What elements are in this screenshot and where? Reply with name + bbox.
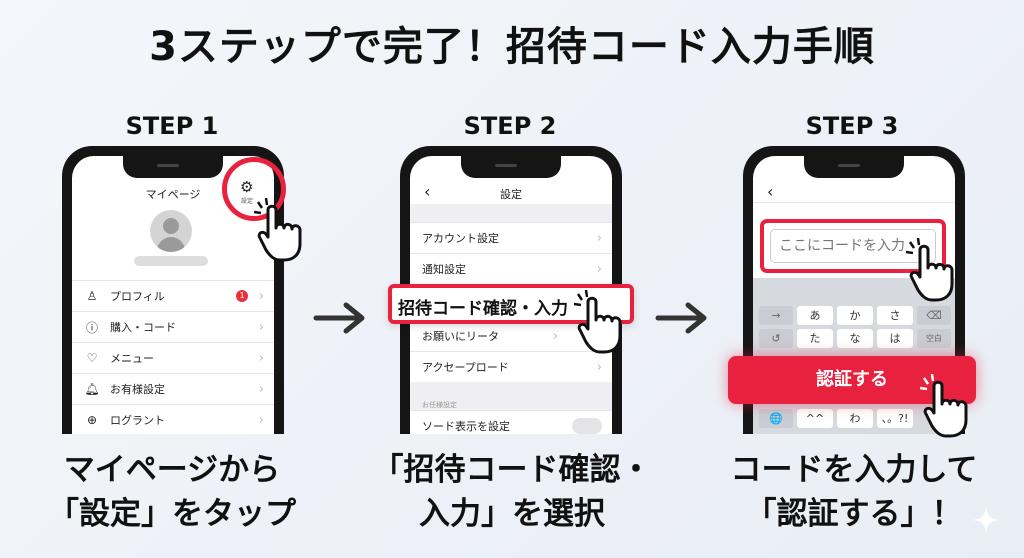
settings-item-toggle[interactable]: ソード表示を設定: [410, 410, 612, 434]
back-icon[interactable]: ‹: [424, 182, 431, 201]
toggle-switch[interactable]: [572, 418, 602, 434]
arrow-right-icon: [655, 302, 707, 334]
notification-badge: 1: [236, 290, 248, 302]
key[interactable]: →: [759, 306, 793, 325]
tap-hand-icon: [574, 290, 622, 354]
key[interactable]: 、。?!: [877, 409, 913, 428]
key[interactable]: ^^: [797, 409, 833, 428]
menu-item-login[interactable]: ⊕ログラント›: [72, 404, 274, 434]
key[interactable]: な: [837, 329, 873, 348]
section-header: お任様設定: [410, 382, 612, 410]
menu-item-settings[interactable]: 🔔︎お有様設定›: [72, 373, 274, 404]
sparkle-icon: [972, 506, 1000, 534]
key[interactable]: か: [837, 306, 873, 325]
step-2-label: STEP 2: [463, 112, 557, 140]
code-input-highlight: [760, 219, 946, 273]
settings-item-access[interactable]: アクセープロード›: [410, 351, 612, 382]
step-1-caption: マイページから「設定」をタップ: [48, 452, 296, 532]
page-title: 3ステップで完了！招待コード入力手順: [149, 24, 875, 70]
tap-hand-icon: [906, 238, 954, 302]
menu-item-menu[interactable]: ♡メニュー›: [72, 342, 274, 373]
globe-icon: ⊕: [86, 413, 98, 427]
tap-hand-icon: [920, 374, 968, 438]
key[interactable]: あ: [797, 306, 833, 325]
step-1-label: STEP 1: [125, 112, 219, 140]
tap-hand-icon: [254, 198, 302, 262]
step-3-caption: コードを入力して「認証する」！: [730, 452, 978, 532]
key[interactable]: た: [797, 329, 833, 348]
key[interactable]: さ: [877, 306, 913, 325]
settings-item-account[interactable]: アカウント設定›: [410, 222, 612, 253]
bell-icon: 🔔︎: [84, 382, 100, 396]
globe-key[interactable]: 🌐: [759, 409, 793, 428]
key[interactable]: ⌫: [917, 306, 951, 325]
key[interactable]: わ: [837, 409, 873, 428]
settings-item-notification[interactable]: 通知設定›: [410, 253, 612, 284]
code-input[interactable]: [770, 229, 936, 263]
heart-icon: ♡: [86, 351, 98, 365]
step-3-label: STEP 3: [805, 112, 899, 140]
question-icon: ⓘ: [85, 320, 98, 335]
key[interactable]: ↺: [759, 329, 793, 348]
key[interactable]: は: [877, 329, 913, 348]
back-icon[interactable]: ‹: [767, 182, 774, 201]
highlight-circle: [222, 157, 286, 221]
settings-header: 設定: [500, 188, 522, 201]
verify-button[interactable]: 認証する: [728, 356, 976, 404]
avatar: [150, 210, 192, 252]
username-placeholder: [134, 256, 208, 266]
step-2-caption: 「招待コード確認・入力」を選択: [372, 452, 652, 532]
person-icon: ♙: [86, 289, 98, 303]
arrow-right-icon: [313, 302, 365, 334]
key[interactable]: 空白: [917, 329, 951, 348]
mypage-header: マイページ: [145, 188, 201, 201]
